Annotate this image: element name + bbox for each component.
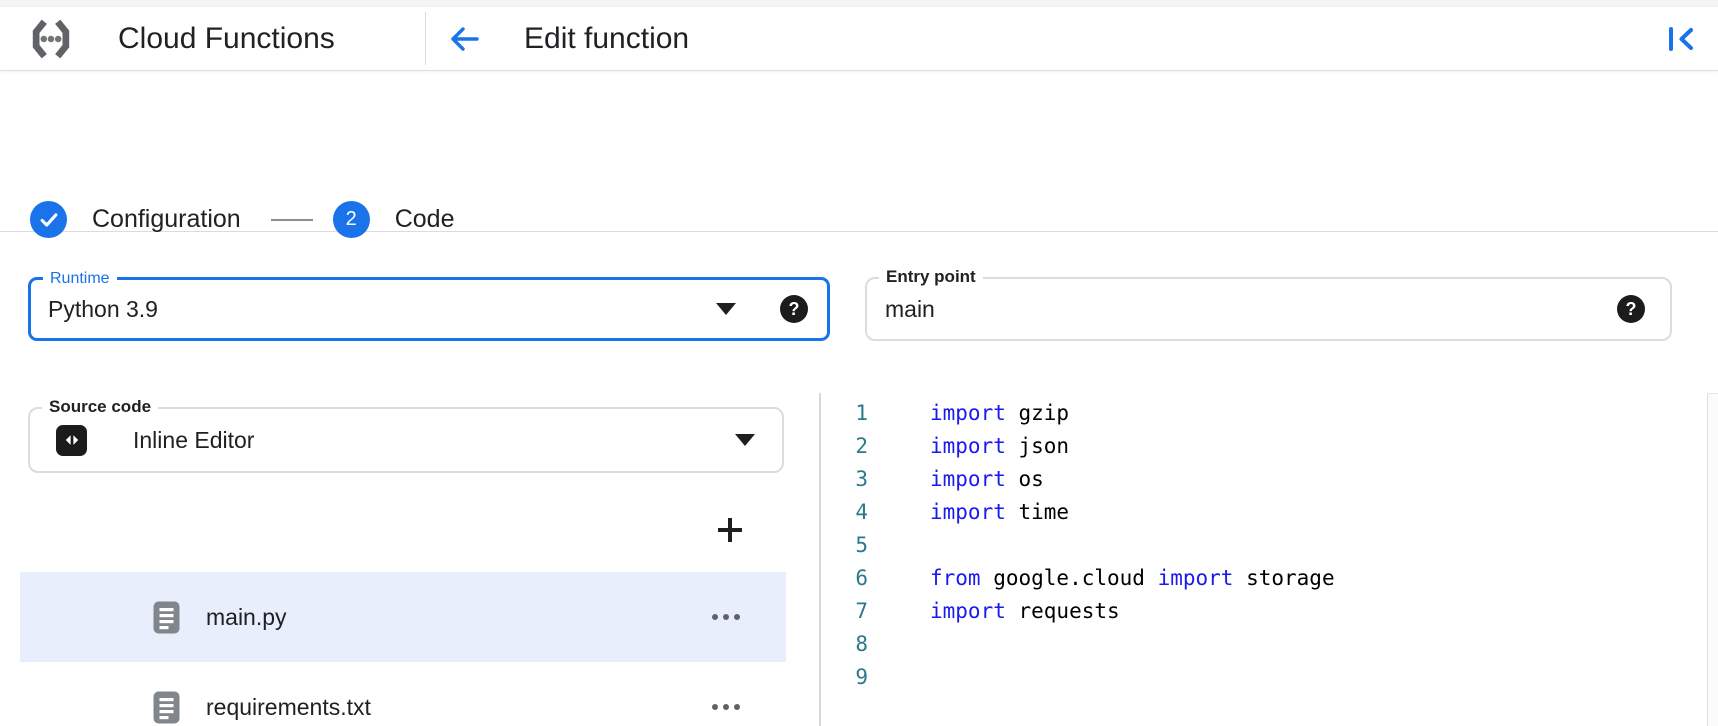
step-configuration-check-icon[interactable]	[30, 201, 67, 238]
file-name: main.py	[206, 603, 287, 630]
line-number: 8	[855, 632, 868, 656]
runtime-help-icon[interactable]: ?	[780, 295, 808, 323]
more-options-button[interactable]	[710, 608, 742, 626]
code-text: import gzip	[930, 401, 1070, 425]
code-line[interactable]: 2 import json	[821, 430, 1718, 463]
file-icon	[153, 691, 180, 724]
entry-point-help-icon[interactable]: ?	[1617, 295, 1645, 323]
code-text: import requests	[930, 599, 1120, 623]
stepper: Configuration 2 Code	[30, 201, 454, 238]
stepper-section: Configuration 2 Code	[0, 71, 1718, 238]
file-name: requirements.txt	[206, 693, 371, 720]
code-line[interactable]: 9	[821, 661, 1718, 694]
header: Cloud Functions Edit function	[0, 7, 1718, 71]
add-file-button[interactable]	[704, 506, 756, 554]
line-number: 1	[855, 401, 868, 425]
dropdown-caret-icon	[716, 303, 736, 315]
line-number: 7	[855, 599, 868, 623]
more-options-button[interactable]	[710, 698, 742, 716]
code-text: from google.cloud import storage	[930, 566, 1335, 590]
code-text	[868, 661, 930, 694]
file-row[interactable]: main.py	[20, 572, 786, 662]
page-title: Edit function	[524, 21, 690, 55]
file-icon	[153, 601, 180, 634]
app-title: Cloud Functions	[118, 21, 335, 55]
top-strip	[0, 0, 1718, 7]
line-number: 6	[855, 566, 868, 590]
dropdown-caret-icon	[735, 434, 755, 446]
line-number: 3	[855, 467, 868, 491]
code-line[interactable]: 6 from google.cloud import storage	[821, 562, 1718, 595]
line-number: 2	[855, 434, 868, 458]
source-code-value: Inline Editor	[133, 426, 255, 453]
collapse-panel-icon[interactable]	[1666, 23, 1698, 55]
runtime-value: Python 3.9	[48, 295, 158, 322]
back-button[interactable]	[446, 21, 482, 57]
runtime-select[interactable]: Runtime Python 3.9 ?	[28, 269, 830, 341]
source-code-label: Source code	[42, 397, 159, 418]
code-text	[868, 628, 930, 661]
code-text: import json	[930, 434, 1070, 458]
cloud-functions-logo-icon	[28, 16, 74, 62]
code-line[interactable]: 7 import requests	[821, 595, 1718, 628]
entry-point-label: Entry point	[879, 267, 983, 288]
source-code-select[interactable]: Source code Inline Editor	[28, 397, 784, 473]
line-number: 9	[855, 665, 868, 689]
code-text: import os	[930, 467, 1044, 491]
code-editor[interactable]: 1 import gzip 2 import json 3 import os 4 impor…	[819, 393, 1718, 726]
code-line[interactable]: 4 import time	[821, 496, 1718, 529]
line-number: 5	[855, 533, 868, 557]
code-text	[868, 529, 930, 562]
step-code-label[interactable]: Code	[394, 205, 455, 233]
entry-point-field: Entry point ?	[865, 267, 1672, 341]
file-list: main.py requirements.txt	[20, 572, 786, 726]
step-configuration-label[interactable]: Configuration	[92, 205, 241, 233]
entry-point-input[interactable]	[885, 295, 1617, 323]
runtime-label: Runtime	[43, 269, 117, 289]
code-line[interactable]: 8	[821, 628, 1718, 661]
code-text: import time	[930, 500, 1070, 524]
file-row[interactable]: requirements.txt	[20, 662, 786, 726]
inline-editor-code-icon	[56, 424, 87, 456]
code-line[interactable]: 1 import gzip	[821, 397, 1718, 430]
line-number: 4	[855, 500, 868, 524]
stepper-connector	[270, 218, 313, 221]
header-divider	[425, 12, 426, 65]
editor-scrollbar[interactable]	[1707, 393, 1718, 726]
step-code-number[interactable]: 2	[332, 201, 370, 238]
code-line[interactable]: 5	[821, 529, 1718, 562]
code-line[interactable]: 3 import os	[821, 463, 1718, 496]
